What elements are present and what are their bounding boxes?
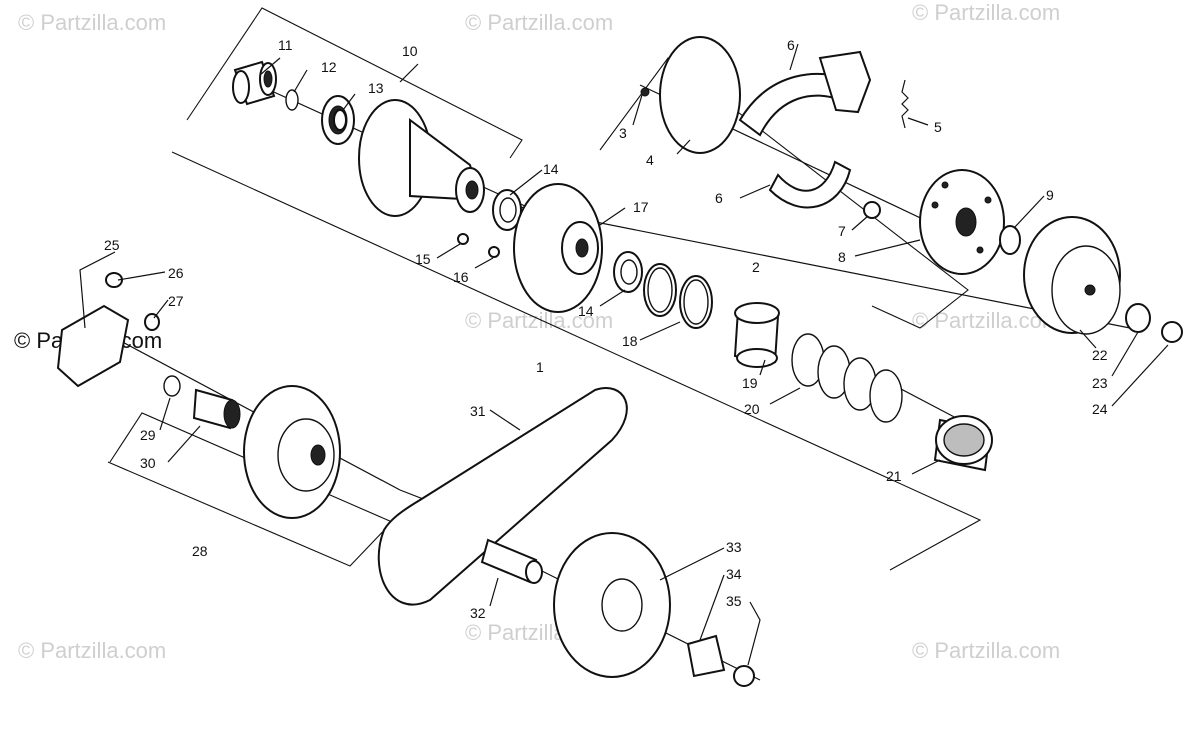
part-26-slider xyxy=(105,272,123,288)
callout-2: 2 xyxy=(752,259,760,275)
part-19-collar xyxy=(733,302,780,368)
part-22-clutch-housing xyxy=(1023,216,1121,335)
callout-7: 7 xyxy=(838,223,846,239)
callout-34: 34 xyxy=(726,566,742,582)
callout-11: 11 xyxy=(278,37,293,53)
watermark: © Partzilla.com xyxy=(912,0,1060,25)
callout-13: 13 xyxy=(368,80,384,96)
bracket-10 xyxy=(186,7,523,159)
leader-lines xyxy=(79,43,1169,666)
part-34-washer xyxy=(686,634,726,678)
callout-6-lower: 6 xyxy=(715,190,723,206)
part-25-ramp-plate xyxy=(56,304,130,388)
callout-12: 12 xyxy=(321,59,337,75)
callout-30: 30 xyxy=(140,455,156,471)
part-4-plate xyxy=(659,36,741,154)
callout-4: 4 xyxy=(646,152,654,168)
watermark: © Partzilla.com xyxy=(465,10,613,35)
callout-24: 24 xyxy=(1092,401,1108,417)
callout-15: 15 xyxy=(415,251,431,267)
part-9-nut xyxy=(999,225,1021,255)
callout-33: 33 xyxy=(726,539,742,555)
callout-21: 21 xyxy=(886,468,902,484)
callout-20: 20 xyxy=(744,401,760,417)
callout-32: 32 xyxy=(470,605,486,621)
part-7-washer xyxy=(863,201,881,219)
callout-26: 26 xyxy=(168,265,184,281)
part-33-fan-sheave xyxy=(553,532,671,678)
part-13-seal xyxy=(321,95,355,145)
callout-19: 19 xyxy=(742,375,758,391)
part-6-clutch-shoes xyxy=(738,50,872,209)
part-16-pin xyxy=(488,246,500,258)
part-23-spacer xyxy=(1125,303,1151,333)
callout-1: 1 xyxy=(536,359,544,375)
watermark: © Partzilla.com xyxy=(465,308,613,333)
callout-18: 18 xyxy=(622,333,638,349)
callout-6-upper: 6 xyxy=(787,37,795,53)
callout-25: 25 xyxy=(104,237,120,253)
part-32-sleeve xyxy=(480,538,543,584)
part-12-circlip xyxy=(285,89,299,111)
part-3-clip xyxy=(640,87,650,97)
callout-14-upper: 14 xyxy=(543,161,559,177)
part-17-moveable-sheave xyxy=(513,183,603,313)
callout-9: 9 xyxy=(1046,187,1054,203)
watermark: © Partzilla.com xyxy=(912,638,1060,663)
callout-14-lower: 14 xyxy=(578,303,594,319)
part-27-collar xyxy=(144,313,160,331)
part-18-o-rings xyxy=(643,263,713,329)
part-28-drive-sheave xyxy=(243,385,341,519)
watermarks: © Partzilla.com © Partzilla.com © Partzi… xyxy=(14,0,1060,663)
callout-22: 22 xyxy=(1092,347,1108,363)
callout-17: 17 xyxy=(633,199,649,215)
callout-31: 31 xyxy=(470,403,486,419)
part-21-spring-seat xyxy=(933,415,993,472)
watermark: © Partzilla.com xyxy=(18,638,166,663)
part-24-nut xyxy=(1161,321,1183,343)
part-11-bushing xyxy=(232,60,277,106)
callout-10: 10 xyxy=(402,43,418,59)
part-8-drive-plate xyxy=(919,169,1005,275)
part-14-bearing-upper xyxy=(492,189,522,231)
callout-23: 23 xyxy=(1092,375,1108,391)
callout-16: 16 xyxy=(453,269,469,285)
callout-8: 8 xyxy=(838,249,846,265)
callout-35: 35 xyxy=(726,593,742,609)
part-31-drive-belt xyxy=(377,387,628,606)
part-5-spring xyxy=(901,79,909,129)
callout-28: 28 xyxy=(192,543,208,559)
part-14-bearing-lower xyxy=(613,251,643,293)
callout-27: 27 xyxy=(168,293,184,309)
part-20-spring xyxy=(791,333,903,423)
part-30-bushing xyxy=(192,388,241,430)
callout-3: 3 xyxy=(619,125,627,141)
callout-labels: 1 2 3 4 5 6 6 7 8 9 10 11 12 13 14 14 15… xyxy=(104,37,1108,621)
part-29-washer xyxy=(163,375,181,397)
part-35-nut xyxy=(733,665,755,687)
part-10-driven-sheave xyxy=(358,99,485,217)
watermark: © Partzilla.com xyxy=(18,10,166,35)
part-15-pin xyxy=(457,233,469,245)
callout-5: 5 xyxy=(934,119,942,135)
callout-29: 29 xyxy=(140,427,156,443)
bracket-1 xyxy=(171,151,982,571)
